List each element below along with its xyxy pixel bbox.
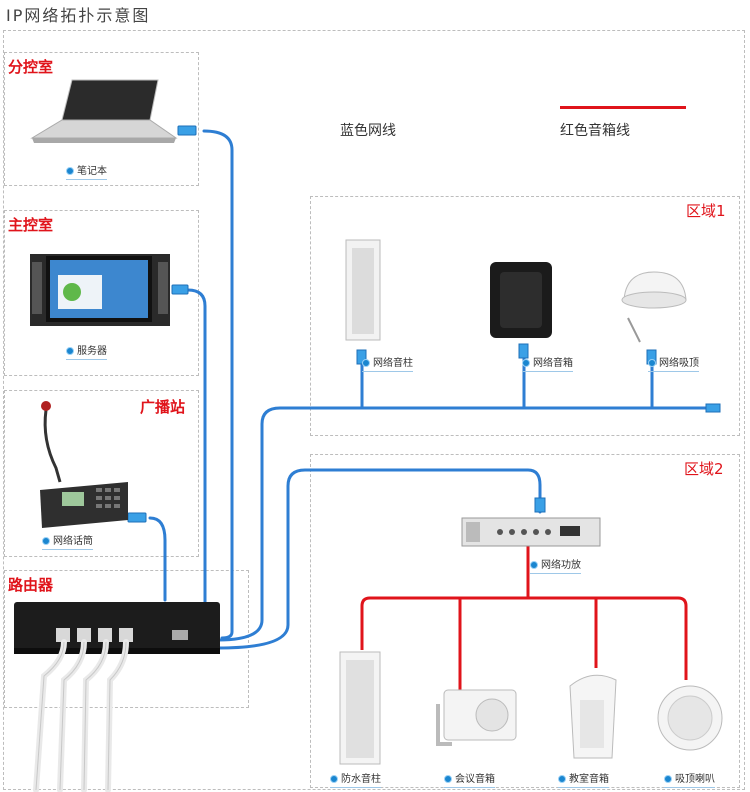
station-room-box (4, 390, 199, 557)
ceiling-speaker-icon (621, 271, 687, 343)
zone2-label: 区域2 (684, 460, 724, 478)
rj45-plugs (127, 125, 721, 523)
zone1-trunk (216, 406, 714, 642)
diagram-title: IP网络拓扑示意图 (6, 6, 151, 25)
branch-room-label: 分控室 (8, 58, 54, 76)
mic-cable (148, 516, 167, 602)
bullet-icon (558, 775, 566, 783)
outer-frame (3, 30, 745, 790)
router-white-cables (33, 639, 129, 792)
ceiling-horn-icon (657, 685, 723, 751)
amplifier-icon (461, 517, 601, 547)
column-speaker-icon (345, 239, 381, 341)
zone2-device-1-caption: 防水音柱 (330, 770, 381, 788)
bullet-icon (522, 359, 530, 367)
zone2-device-4-caption: 吸顶喇叭 (664, 770, 715, 788)
bullet-icon (330, 775, 338, 783)
red-cables (360, 546, 688, 690)
zone2-trunk (216, 468, 542, 650)
zone2-device-2-caption: 会议音箱 (444, 770, 495, 788)
paging-mic-icon (40, 401, 128, 528)
server-caption: 服务器 (66, 342, 107, 360)
blue-cables (148, 129, 714, 650)
legend-red-line (560, 106, 686, 109)
zone2-device-3-caption: 教室音箱 (558, 770, 609, 788)
bullet-icon (362, 359, 370, 367)
bullet-icon (66, 347, 74, 355)
router-white-cables-edge (35, 641, 127, 791)
bullet-icon (66, 167, 74, 175)
router-box (4, 570, 249, 708)
station-room-label: 广播站 (140, 398, 186, 416)
zone1-box (310, 196, 740, 436)
zone1-label: 区域1 (686, 202, 726, 220)
bullet-icon (444, 775, 452, 783)
legend-blue-label: 蓝色网线 (340, 123, 396, 139)
bullet-icon (664, 775, 672, 783)
laptop-cable (202, 129, 234, 640)
box-speaker-icon (490, 262, 552, 338)
amp-caption: 网络功放 (530, 556, 581, 574)
zone1-device-3-caption: 网络吸顶 (648, 354, 699, 372)
mic-caption: 网络话筒 (42, 532, 93, 550)
classroom-speaker-icon (569, 674, 617, 759)
zone2-box (310, 454, 740, 788)
main-room-label: 主控室 (8, 216, 54, 234)
router-label: 路由器 (8, 576, 54, 594)
conference-speaker-icon (436, 689, 517, 746)
server-icon (30, 254, 170, 326)
zone1-device-2-caption: 网络音箱 (522, 354, 573, 372)
laptop-caption: 笔记本 (66, 162, 107, 180)
router-icon (14, 602, 220, 654)
legend-red-label: 红色音箱线 (560, 123, 630, 139)
laptop-icon (30, 79, 178, 143)
bullet-icon (648, 359, 656, 367)
zone1-device-1-caption: 网络音柱 (362, 354, 413, 372)
server-cable (186, 288, 220, 636)
bullet-icon (530, 561, 538, 569)
branch-room-box (4, 52, 199, 186)
waterproof-column-icon (339, 651, 381, 765)
bullet-icon (42, 537, 50, 545)
